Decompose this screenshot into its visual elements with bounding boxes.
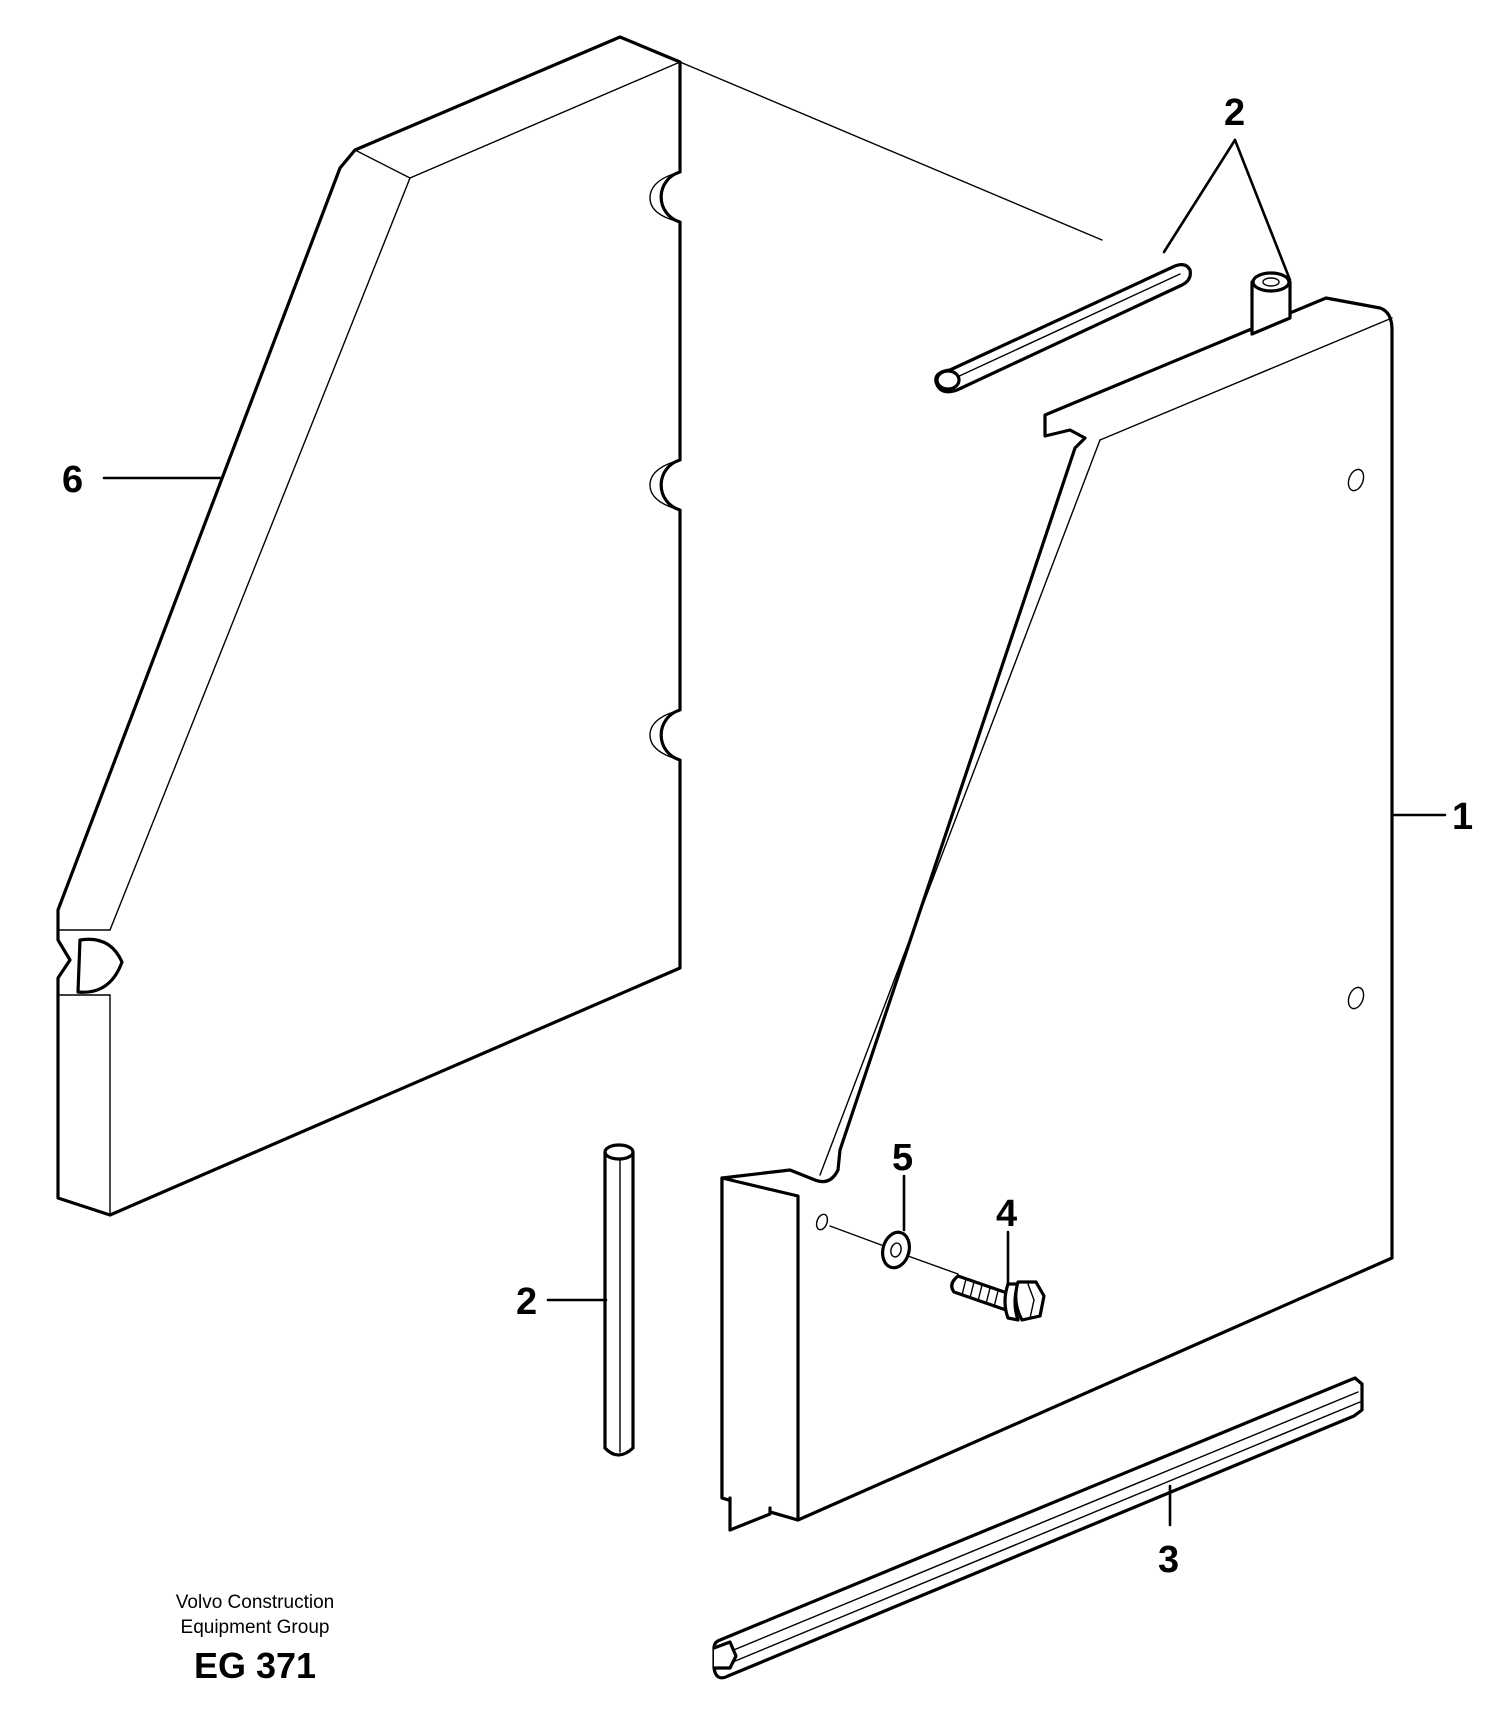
side-panel-cutout-middle bbox=[649, 459, 681, 511]
side-panel-top-edge bbox=[409, 61, 681, 179]
callout-part-2-top: 2 bbox=[1224, 92, 1245, 134]
assembly-guide-line bbox=[679, 61, 1103, 241]
bottom-rail-ridge-lower bbox=[727, 1401, 1361, 1665]
bolt-part-4 bbox=[950, 1274, 1046, 1322]
leader-part-2-top-a bbox=[1162, 138, 1237, 254]
side-panel-outline bbox=[56, 35, 682, 1217]
leader-part-2-top-b bbox=[1233, 138, 1292, 282]
side-panel-corner-edge bbox=[354, 149, 411, 179]
callout-part-3: 3 bbox=[1158, 1539, 1179, 1581]
bottom-rail-end-profile bbox=[712, 1640, 738, 1670]
callout-part-1: 1 bbox=[1452, 796, 1473, 838]
seal-strip-part-2-top bbox=[934, 263, 1192, 394]
seal-strip-part-2-left bbox=[603, 1143, 635, 1457]
door-panel-bottom-lip bbox=[728, 1496, 772, 1532]
door-panel-hole-lower bbox=[1347, 986, 1365, 1010]
bottom-rail-part-3 bbox=[712, 1376, 1364, 1680]
side-panel-part-6 bbox=[56, 35, 682, 1217]
callout-part-5: 5 bbox=[892, 1137, 913, 1179]
figure-caption: Volvo Construction Equipment Group EG 37… bbox=[140, 1590, 370, 1688]
door-panel-top-edge bbox=[1099, 317, 1393, 441]
seal-strip-top-groove bbox=[954, 273, 1181, 379]
bolt-axis-line-washer bbox=[829, 1225, 885, 1247]
bolt-head-facet bbox=[1027, 1283, 1035, 1319]
company-name-line-2: Equipment Group bbox=[180, 1617, 330, 1638]
callout-part-4: 4 bbox=[996, 1193, 1017, 1235]
company-name-line-1: Volvo Construction bbox=[175, 1592, 335, 1613]
bolt-axis-line-bolt bbox=[907, 1255, 959, 1275]
side-panel-cutout-bottom bbox=[649, 709, 681, 761]
door-panel-hole-bolt bbox=[815, 1213, 829, 1231]
bolt-head bbox=[1014, 1280, 1046, 1322]
washer-part-5 bbox=[881, 1230, 911, 1270]
side-panel-notch bbox=[76, 937, 124, 994]
washer-outer bbox=[881, 1230, 911, 1270]
door-panel-outline bbox=[720, 296, 1394, 1522]
door-panel-hole-upper bbox=[1347, 468, 1365, 492]
bolt-thread bbox=[961, 1278, 999, 1308]
washer-inner bbox=[890, 1242, 902, 1258]
side-panel-bevel-edge bbox=[109, 177, 411, 931]
door-panel-front-flange bbox=[720, 1176, 800, 1522]
seal-strip-left-end bbox=[603, 1143, 635, 1161]
door-panel-part-1 bbox=[720, 296, 1394, 1532]
seal-strip-stub-hole bbox=[1262, 277, 1280, 287]
seal-strip-part-2-vertical-stub bbox=[1250, 271, 1292, 336]
door-panel-flange-top bbox=[721, 1177, 799, 1197]
door-panel-bevel-edge bbox=[819, 439, 1101, 1176]
callout-part-6: 6 bbox=[62, 459, 83, 501]
callout-part-2-left: 2 bbox=[516, 1281, 537, 1323]
seal-strip-left-body bbox=[603, 1144, 635, 1457]
seal-strip-stub-end bbox=[1251, 271, 1291, 293]
bottom-rail-ridge-upper bbox=[723, 1391, 1359, 1655]
seal-strip-top-end bbox=[935, 369, 961, 391]
side-panel-cutout-top bbox=[649, 171, 681, 223]
figure-code: EG 371 bbox=[193, 1645, 317, 1686]
